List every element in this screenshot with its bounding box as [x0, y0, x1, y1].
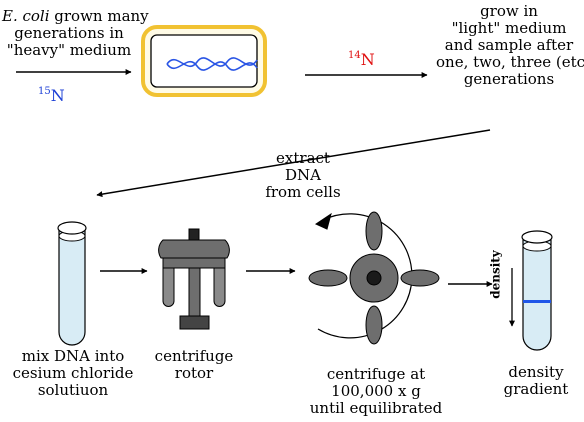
heavy-isotope-mass: 15 — [38, 86, 51, 97]
step3-text-1: extract — [276, 149, 330, 167]
rotor-step-text-2: rotor — [174, 364, 214, 382]
gradient-step-text-1: density — [508, 363, 564, 381]
heavy-isotope-symbol: N — [50, 86, 65, 105]
light-isotope-mass: 14 — [348, 50, 361, 61]
rotor-step-text-1: centrifuge — [154, 347, 234, 365]
tube-step-label: mix DNA into cesium chloride solutiuon — [10, 348, 136, 399]
heavy-isotope-label: 15N — [38, 84, 65, 104]
spinning-rotor-icon — [308, 211, 440, 345]
arrow-icon — [96, 129, 491, 198]
gradient-tube-icon — [521, 230, 553, 351]
step2-text-2: "light" medium — [451, 19, 567, 37]
step1-label: E. coli grown many generations in "heavy… — [2, 7, 149, 59]
petri-dish-icon — [141, 25, 267, 97]
step2-text-1: grow in — [480, 2, 538, 20]
step1-text-2: generations in — [14, 24, 124, 42]
tube-step-text-3: solutiuon — [37, 381, 109, 399]
gradient-step-label: density gradient — [496, 364, 576, 398]
step1-text-1: grown many — [49, 7, 149, 25]
dna-helix-icon — [166, 57, 258, 71]
centrifuge-rotor-icon — [158, 228, 230, 330]
spin-step-text-2: 100,000 x g — [331, 382, 421, 400]
tube-step-text-2: cesium chloride — [12, 364, 134, 382]
spin-step-label: centrifuge at 100,000 x g until equilibr… — [306, 366, 446, 417]
step1-text-3: "heavy" medium — [6, 41, 132, 59]
spin-step-text-3: until equilibrated — [309, 399, 443, 417]
spin-step-text-1: centrifuge at — [326, 365, 426, 383]
organism-name: E. coli — [2, 7, 50, 25]
dna-band — [523, 300, 551, 303]
step2-text-4: one, two, three (etc.) — [436, 53, 584, 71]
step2-label: grow in "light" medium and sample after … — [436, 2, 584, 88]
step3-text-2: DNA — [285, 166, 321, 184]
rotor-step-label: centrifuge rotor — [150, 348, 238, 382]
step2-text-3: and sample after — [444, 36, 574, 54]
light-isotope-symbol: N — [360, 50, 375, 69]
gradient-step-text-2: gradient — [503, 380, 569, 398]
step3-label: extract DNA from cells — [258, 150, 348, 201]
light-isotope-label: 14N — [348, 48, 375, 68]
tube-step-text-1: mix DNA into — [21, 347, 125, 365]
density-axis-label: density — [488, 250, 503, 299]
step2-text-5: generations — [463, 70, 555, 88]
step3-text-3: from cells — [265, 183, 341, 201]
test-tube-icon — [57, 221, 87, 346]
